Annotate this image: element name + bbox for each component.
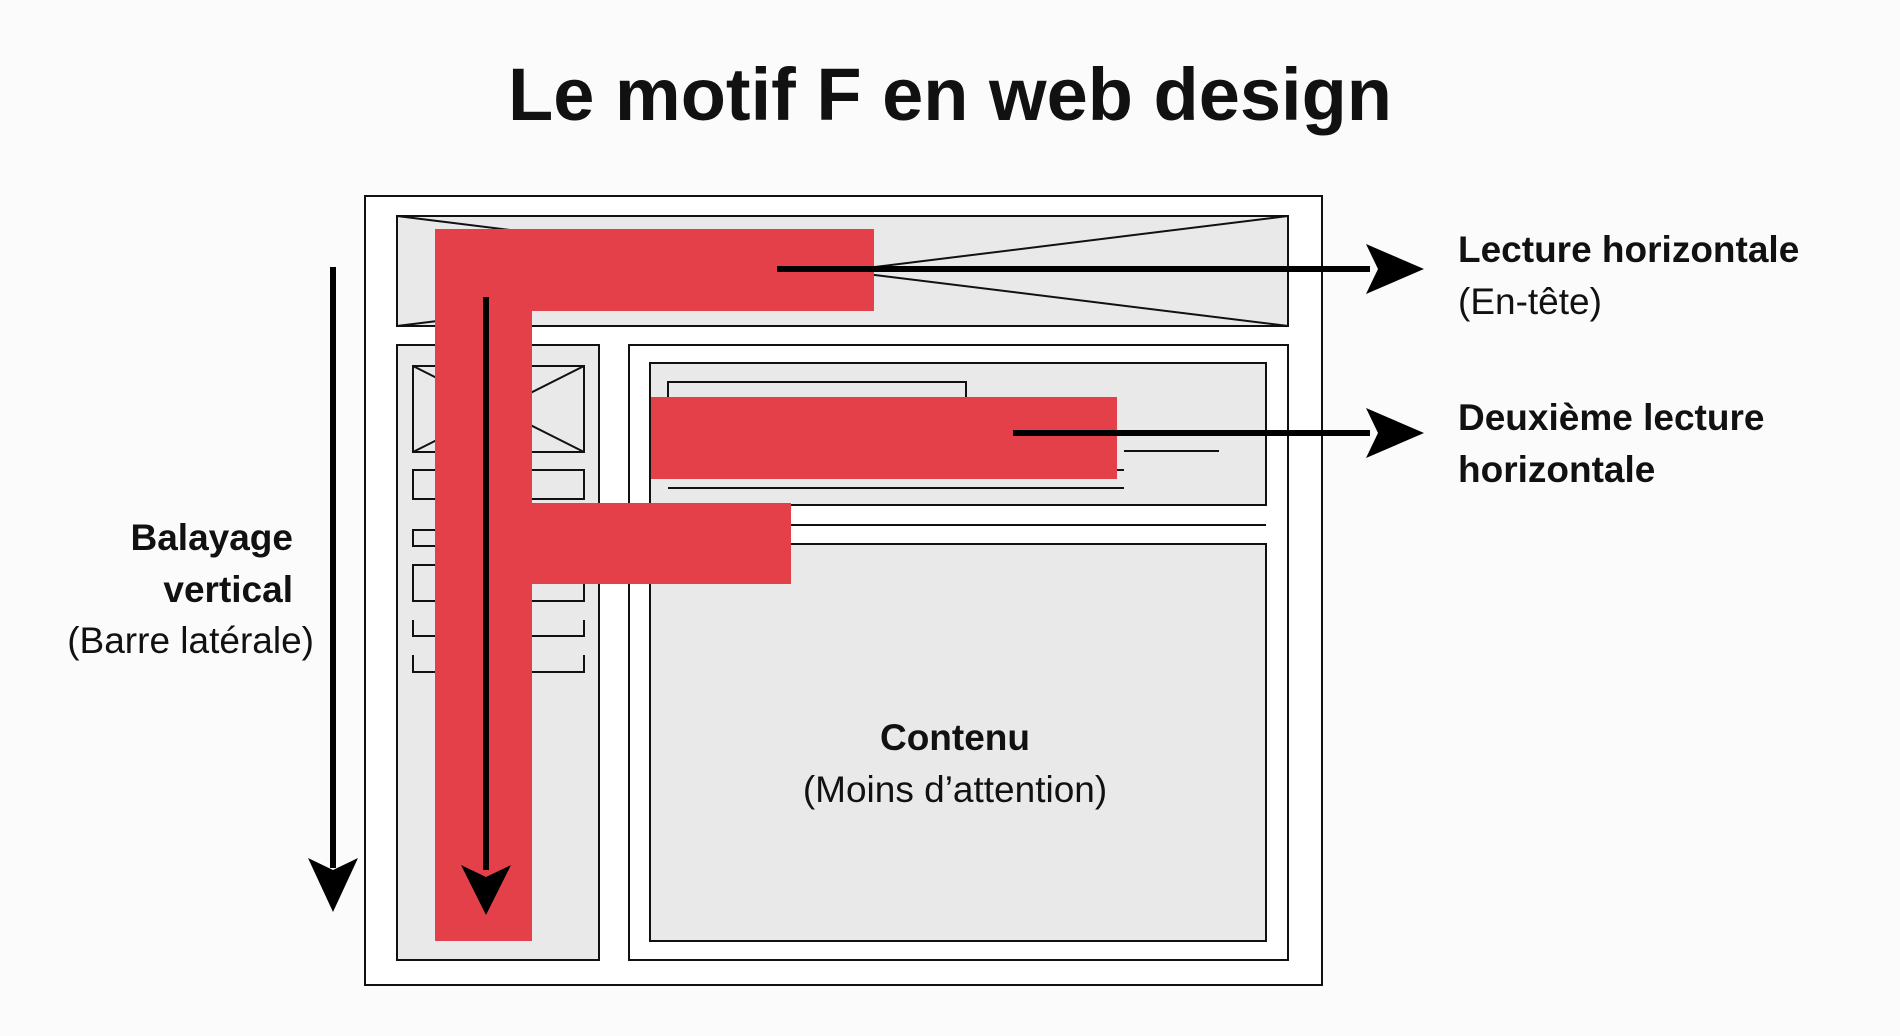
arrow-vertical-left-head [308,858,358,912]
arrow-second-head [1366,408,1424,458]
label-second-read-2: horizontale [1458,449,1656,490]
arrow-vertical-inner-head [461,865,511,915]
label-content-sub: (Moins d’attention) [802,769,1108,810]
label-vertical-1: Balayage [130,517,294,558]
highlight-second [651,397,1117,479]
label-second-read-1: Deuxième lecture [1458,397,1765,438]
label-vertical-sub: (Barre latérale) [67,620,314,661]
label-content: Contenu [879,717,1031,758]
label-vertical-2: vertical [163,569,293,610]
highlight-third [532,503,791,584]
label-header-read-sub: (En-tête) [1458,281,1602,322]
diagram-title: Le motif F en web design [508,53,1392,136]
label-header-read: Lecture horizontale [1458,229,1800,270]
arrow-header-head [1366,244,1424,294]
content-main-box [649,543,1267,942]
